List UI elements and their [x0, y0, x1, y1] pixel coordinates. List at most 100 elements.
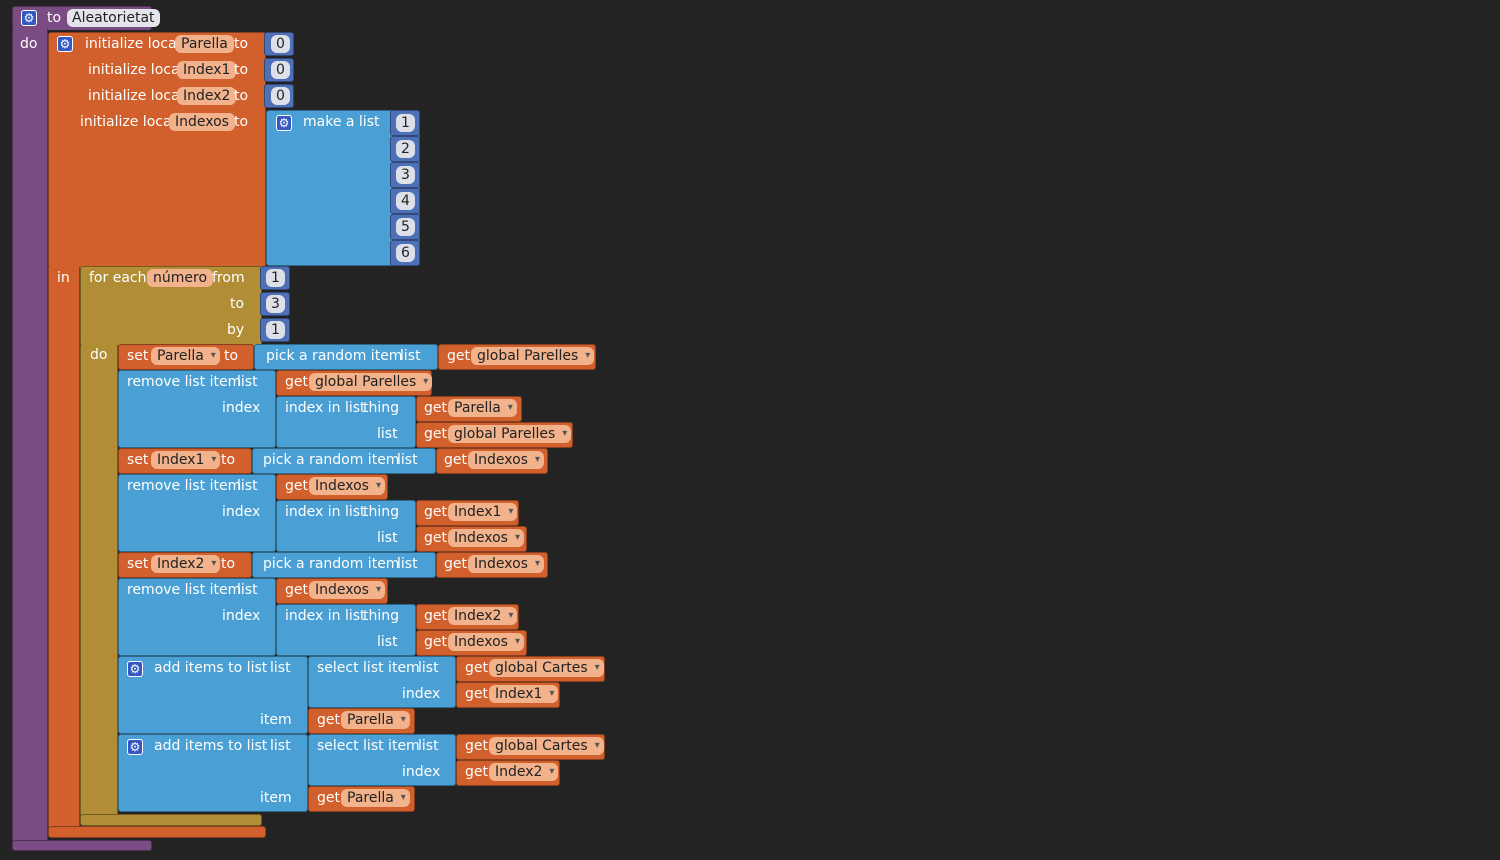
number-field[interactable]: 3 — [396, 166, 415, 184]
initialize-local-label: initialize local — [88, 88, 184, 104]
initialize-local-foot — [48, 826, 266, 838]
to-label: to — [221, 556, 236, 572]
to-label: to — [224, 348, 239, 364]
get-label: get — [465, 738, 488, 754]
number-field[interactable]: 5 — [396, 218, 415, 236]
number-field[interactable]: 3 — [266, 295, 285, 313]
variable-dropdown[interactable]: Parella — [151, 347, 220, 365]
variable-dropdown[interactable]: Index1 — [489, 685, 559, 703]
get-label: get — [424, 504, 447, 520]
variable-dropdown[interactable]: global Cartes — [489, 737, 604, 755]
get-label: get — [465, 686, 488, 702]
procedure-to-label: to — [47, 10, 62, 26]
remove-list-item-label: remove list item — [127, 374, 242, 390]
from-label: from — [212, 270, 245, 286]
add-items-to-list-block[interactable] — [118, 656, 308, 734]
list-label: list — [377, 426, 398, 442]
to-label: to — [234, 62, 249, 78]
variable-dropdown[interactable]: Index2 — [489, 763, 559, 781]
list-label: list — [237, 582, 258, 598]
list-label: list — [400, 348, 421, 364]
index-in-list-block[interactable] — [276, 500, 416, 552]
number-field[interactable]: 0 — [271, 61, 290, 79]
loop-var-field[interactable]: número — [147, 269, 214, 287]
index-in-list-block[interactable] — [276, 396, 416, 448]
variable-dropdown[interactable]: Indexos — [448, 529, 524, 547]
number-field[interactable]: 6 — [396, 244, 415, 262]
add-items-to-list-label: add items to list — [154, 660, 268, 676]
remove-list-item-block[interactable] — [118, 578, 276, 656]
number-field[interactable]: 2 — [396, 140, 415, 158]
variable-dropdown[interactable]: Indexos — [309, 581, 385, 599]
gear-icon[interactable]: ⚙ — [127, 661, 143, 677]
for-each-foot — [80, 814, 262, 826]
get-label: get — [424, 608, 447, 624]
initialize-local-in-label: in — [57, 270, 70, 286]
gear-icon[interactable]: ⚙ — [57, 36, 73, 52]
number-field[interactable]: 1 — [266, 321, 285, 339]
initialize-local-label: initialize local — [88, 62, 184, 78]
gear-icon[interactable]: ⚙ — [276, 115, 292, 131]
variable-dropdown[interactable]: Index1 — [448, 503, 518, 521]
variable-dropdown[interactable]: Indexos — [468, 555, 544, 573]
thing-label: thing — [363, 400, 400, 416]
number-field[interactable]: 1 — [396, 114, 415, 132]
set-label: set — [127, 348, 149, 364]
get-label: get — [465, 660, 488, 676]
gear-icon[interactable]: ⚙ — [21, 10, 37, 26]
variable-dropdown[interactable]: Index2 — [151, 555, 221, 573]
for-each-label: for each — [89, 270, 147, 286]
initialize-local-body — [48, 267, 80, 827]
variable-dropdown[interactable]: Parella — [448, 399, 517, 417]
procedure-do-label: do — [20, 36, 38, 52]
gear-icon[interactable]: ⚙ — [127, 739, 143, 755]
initialize-local-label: initialize local — [85, 36, 181, 52]
variable-dropdown[interactable]: global Cartes — [489, 659, 604, 677]
add-items-to-list-label: add items to list — [154, 738, 268, 754]
variable-dropdown[interactable]: Indexos — [309, 477, 385, 495]
pick-random-item-block[interactable] — [252, 552, 436, 578]
pick-random-item-label: pick a random item — [263, 452, 400, 468]
variable-dropdown[interactable]: Index1 — [151, 451, 221, 469]
select-list-item-block[interactable] — [308, 656, 456, 708]
index-in-list-block[interactable] — [276, 604, 416, 656]
remove-list-item-block[interactable] — [118, 474, 276, 552]
get-label: get — [444, 452, 467, 468]
variable-dropdown[interactable]: global Parelles — [309, 373, 433, 391]
pick-random-item-block[interactable] — [252, 448, 436, 474]
local-var-name-field[interactable]: Parella — [175, 35, 234, 53]
do-label: do — [90, 347, 108, 363]
variable-dropdown[interactable]: global Parelles — [471, 347, 595, 365]
list-label: list — [237, 478, 258, 494]
variable-dropdown[interactable]: Parella — [341, 789, 410, 807]
index-label: index — [222, 504, 261, 520]
to-label: to — [234, 114, 249, 130]
initialize-local-label: initialize local — [80, 114, 176, 130]
remove-list-item-label: remove list item — [127, 478, 242, 494]
list-label: list — [397, 556, 418, 572]
variable-dropdown[interactable]: Parella — [341, 711, 410, 729]
list-label: list — [237, 374, 258, 390]
local-var-name-field[interactable]: Index2 — [177, 87, 237, 105]
select-list-item-block[interactable] — [308, 734, 456, 786]
number-field[interactable]: 0 — [271, 87, 290, 105]
local-var-name-field[interactable]: Index1 — [177, 61, 237, 79]
variable-dropdown[interactable]: Index2 — [448, 607, 518, 625]
variable-dropdown[interactable]: global Parelles — [448, 425, 572, 443]
thing-label: thing — [363, 504, 400, 520]
pick-random-item-block[interactable] — [254, 344, 438, 370]
number-field[interactable]: 0 — [271, 35, 290, 53]
number-field[interactable]: 4 — [396, 192, 415, 210]
local-var-name-field[interactable]: Indexos — [169, 113, 235, 131]
select-list-item-label: select list item — [317, 660, 420, 676]
variable-dropdown[interactable]: Indexos — [448, 633, 524, 651]
get-label: get — [424, 530, 447, 546]
make-a-list-label: make a list — [303, 114, 380, 130]
number-field[interactable]: 1 — [266, 269, 285, 287]
by-label: by — [227, 322, 245, 338]
get-label: get — [285, 374, 308, 390]
variable-dropdown[interactable]: Indexos — [468, 451, 544, 469]
remove-list-item-block[interactable] — [118, 370, 276, 448]
add-items-to-list-block[interactable] — [118, 734, 308, 812]
procedure-name-field[interactable]: Aleatorietat — [67, 9, 160, 27]
